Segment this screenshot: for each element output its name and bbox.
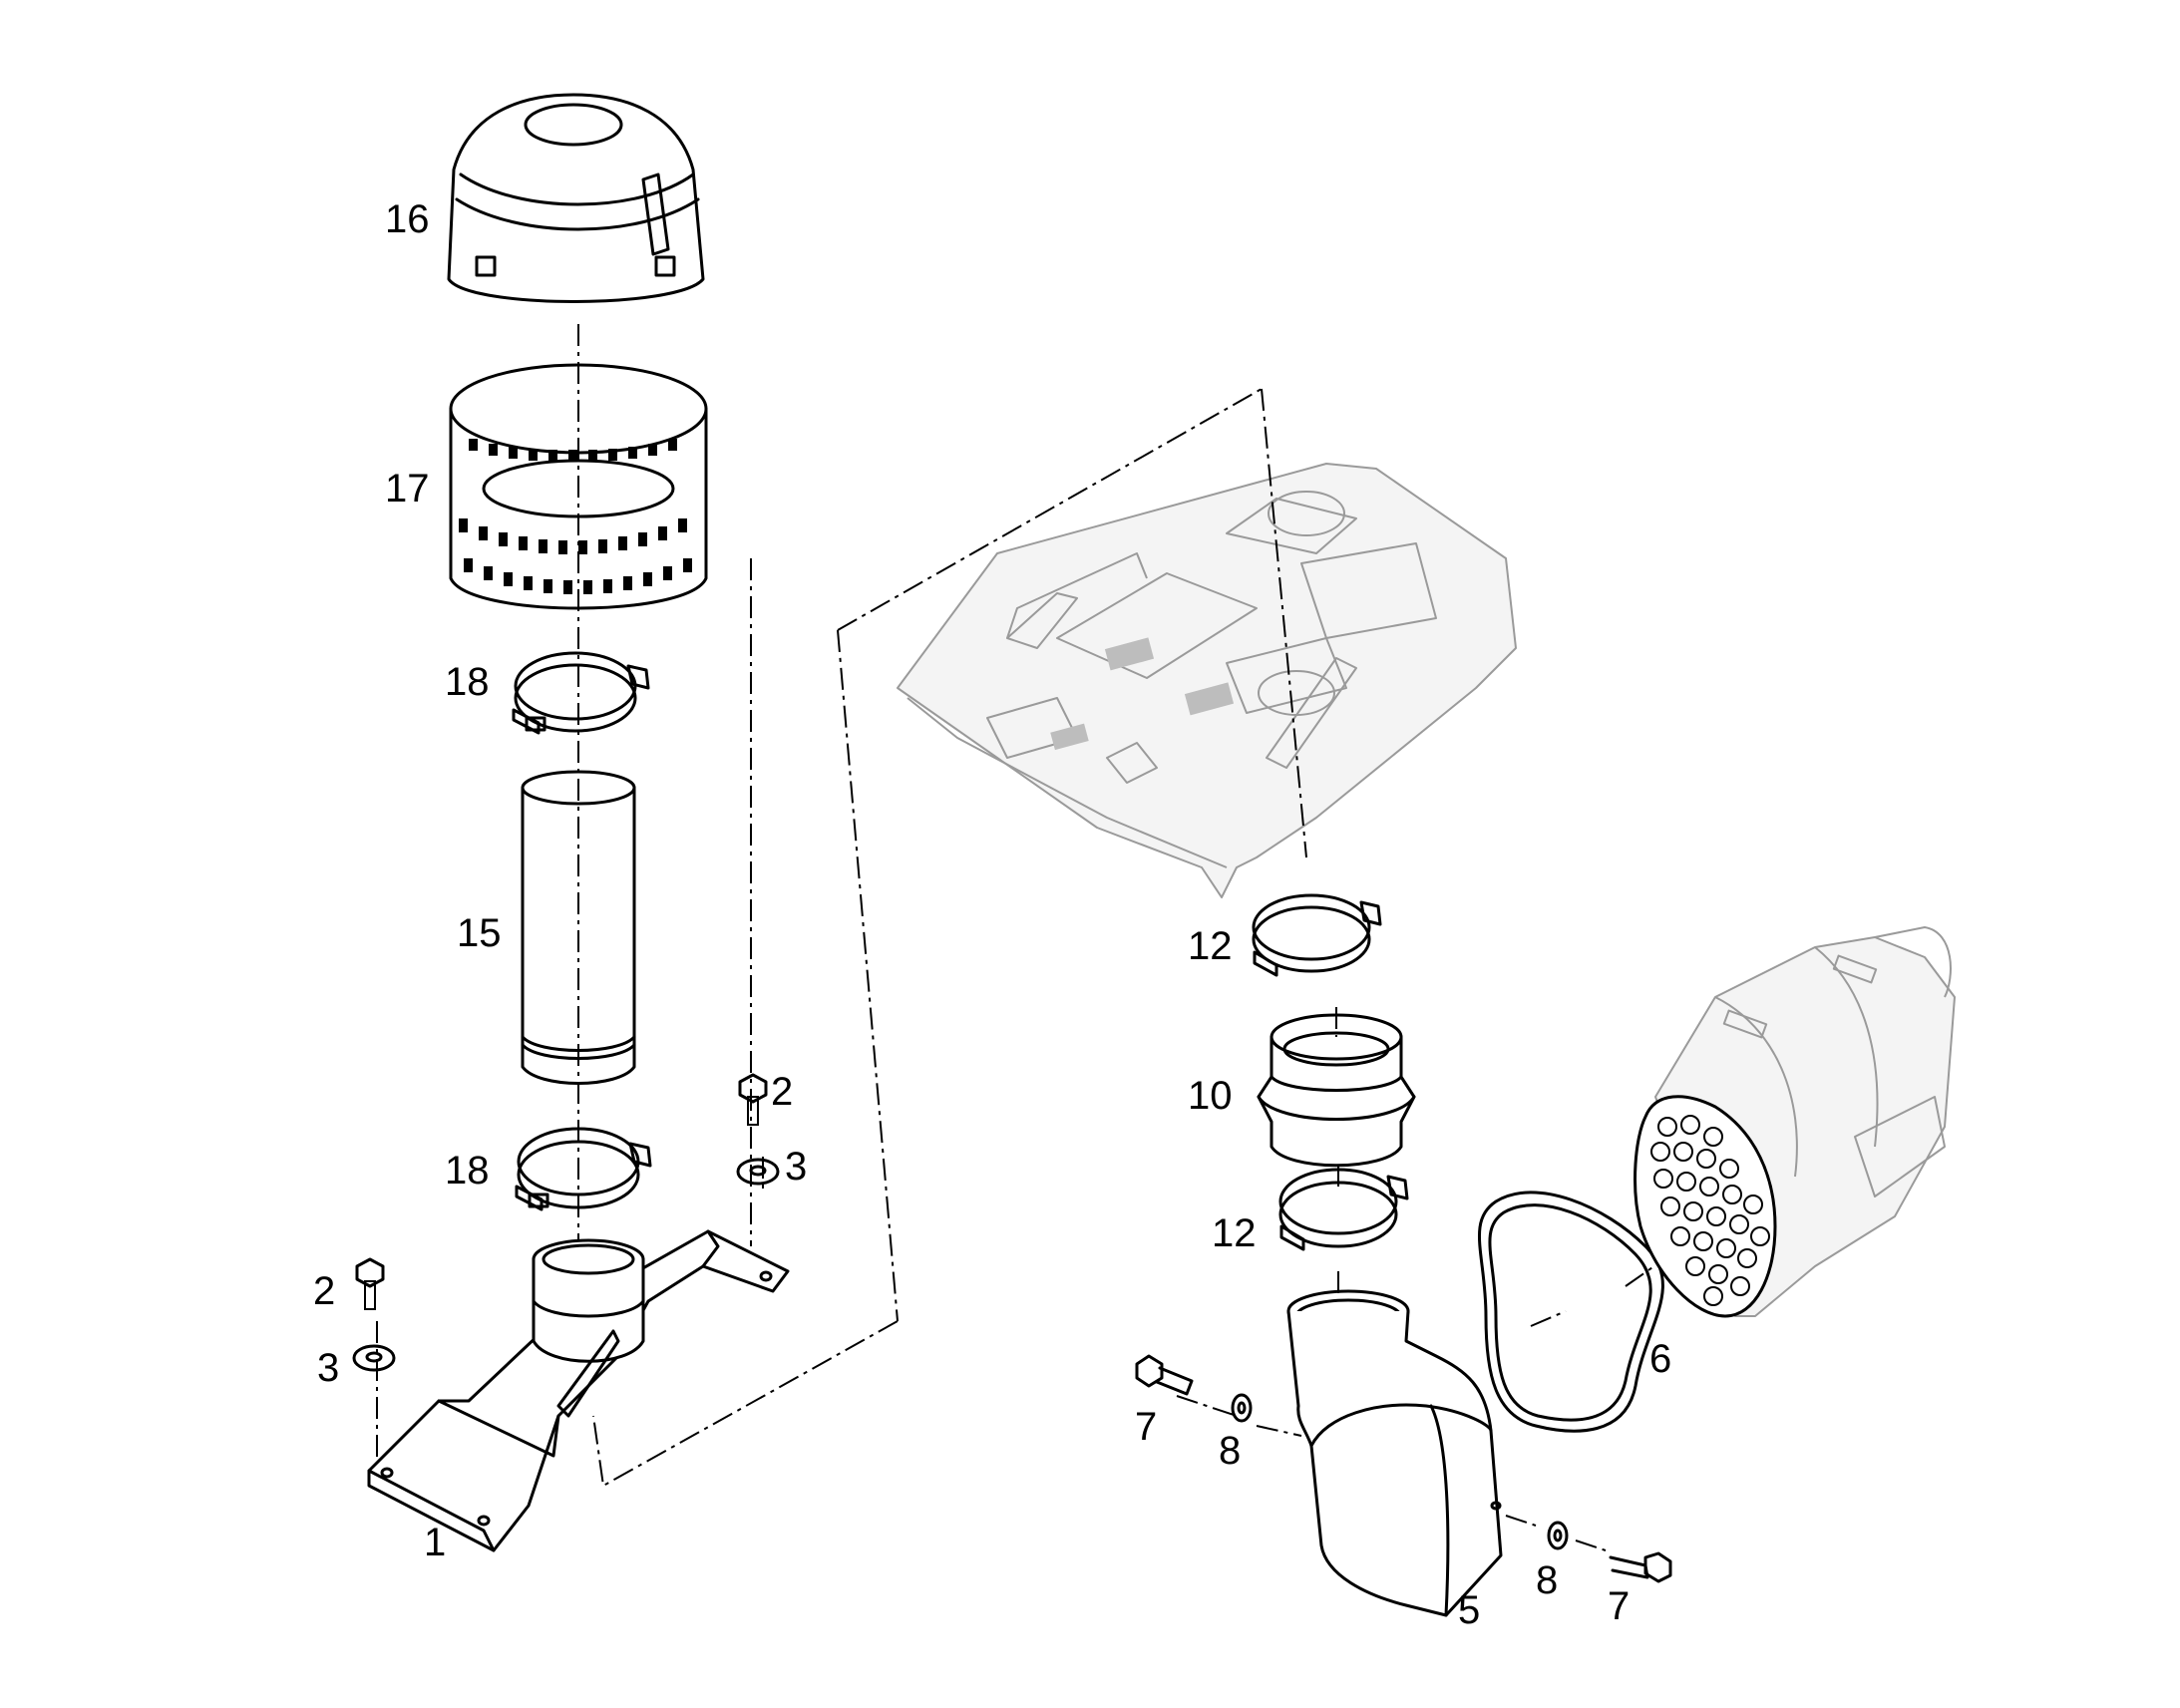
callout-12-upper: 12 — [1188, 924, 1233, 968]
callout-10: 10 — [1188, 1074, 1233, 1118]
callout-3-right: 3 — [785, 1145, 807, 1189]
callout-18-lower: 18 — [445, 1149, 490, 1193]
callout-18-upper: 18 — [445, 660, 490, 704]
callout-16: 16 — [385, 197, 430, 241]
part-1-mounting-bracket — [367, 1229, 790, 1552]
part-5-elbow-housing — [1286, 1289, 1503, 1617]
part-18-upper-clamp — [512, 651, 650, 735]
callout-labels: 16 17 18 15 18 2 3 2 3 1 12 10 12 6 7 8 … — [313, 197, 1671, 1632]
part-10-coupling — [1257, 1013, 1416, 1168]
part-7-bolt-left — [1135, 1354, 1194, 1396]
part-16-top-cap — [447, 93, 705, 303]
callout-2-left: 2 — [313, 1269, 335, 1313]
callout-7-right: 7 — [1608, 1584, 1630, 1628]
part-2-bolt-left — [355, 1257, 385, 1310]
callout-7-left: 7 — [1135, 1405, 1157, 1449]
callout-2-right: 2 — [771, 1070, 793, 1114]
part-12-lower-clamp — [1278, 1168, 1409, 1251]
part-17-screen-basket — [449, 363, 708, 610]
part-12-upper-clamp — [1252, 893, 1382, 977]
callout-12-lower: 12 — [1212, 1211, 1257, 1255]
part-15-tube — [521, 770, 636, 1085]
part-6-gasket — [1477, 1191, 1664, 1433]
callout-8-left: 8 — [1219, 1429, 1241, 1473]
callout-5: 5 — [1458, 1588, 1480, 1632]
callout-15: 15 — [457, 911, 502, 955]
part-filter-element-face — [1634, 1095, 1777, 1318]
callout-3-left: 3 — [317, 1346, 339, 1390]
part-8-washer-left — [1231, 1393, 1253, 1423]
part-7-bolt-right — [1609, 1551, 1672, 1583]
part-8-washer-right — [1547, 1521, 1569, 1550]
callout-17: 17 — [385, 467, 430, 511]
callout-8-right: 8 — [1536, 1558, 1558, 1602]
part-2-bolt-right — [738, 1073, 768, 1126]
callout-1: 1 — [424, 1521, 446, 1564]
callout-6: 6 — [1649, 1337, 1671, 1381]
part-3-washer-left — [352, 1344, 396, 1372]
part-3-washer-right — [736, 1158, 780, 1186]
hood-panel-reference — [897, 463, 1517, 898]
part-18-lower-clamp — [515, 1127, 652, 1211]
